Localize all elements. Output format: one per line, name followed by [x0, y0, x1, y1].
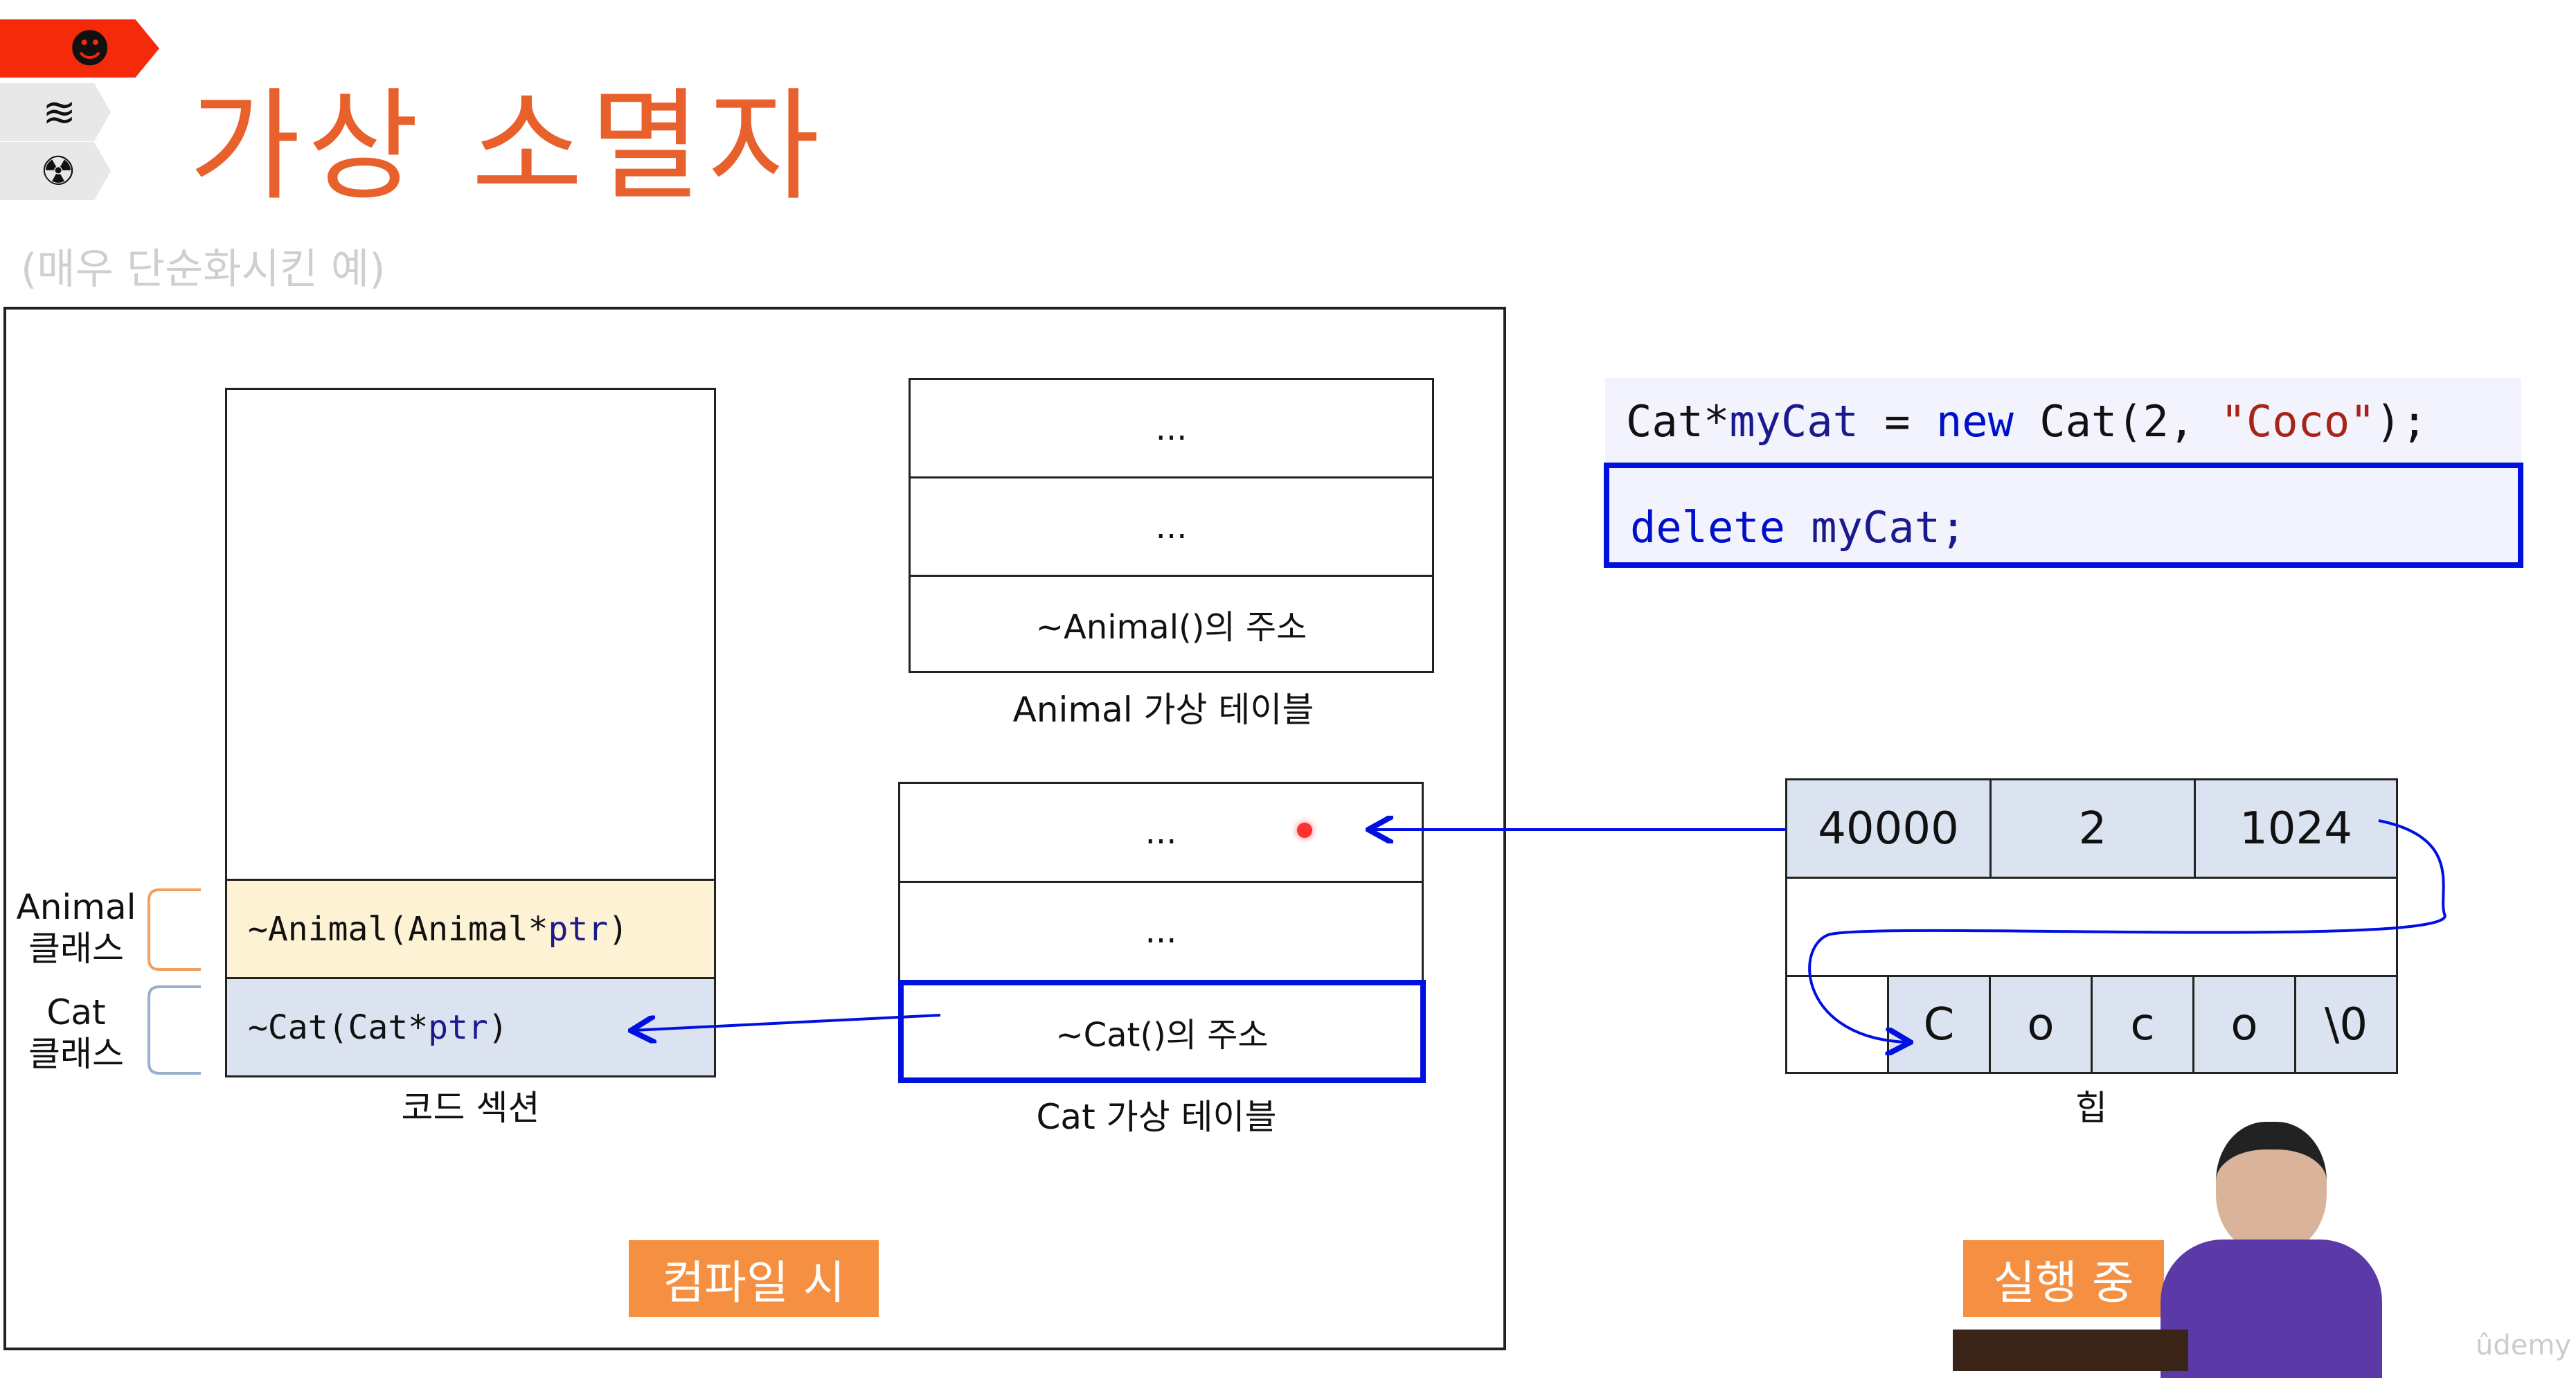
runtime-button[interactable]: 실행 중	[1963, 1240, 2164, 1317]
presenter-video	[1953, 1122, 2438, 1378]
heap-char: \0	[2294, 975, 2398, 1074]
podium	[1953, 1330, 2188, 1371]
string-ptr-arrow	[1808, 819, 2447, 1042]
subtitle: (매우 단순화시킨 예)	[21, 245, 386, 294]
cat-vtable-row: ...	[898, 881, 1424, 982]
brain-head-icon: ☻	[69, 25, 111, 72]
code-section-label: 코드 섹션	[401, 1088, 540, 1128]
code-token: "Coco"	[2220, 395, 2376, 447]
cursor-dot	[1297, 823, 1312, 838]
udemy-watermark: ûdemy	[2476, 1330, 2571, 1361]
code-section-empty	[225, 388, 716, 881]
cat-vtable-label: Cat 가상 테이블	[1036, 1097, 1277, 1137]
code-token: delete	[1630, 502, 1785, 553]
code-token: );	[2375, 395, 2428, 447]
code-token: myCat;	[1785, 502, 1967, 553]
presenter-head	[2216, 1122, 2327, 1253]
code-line-2-highlighted: delete myCat;	[1604, 463, 2523, 568]
nav-tab-book[interactable]: ≋	[0, 83, 111, 141]
animal-vtable-row: ...	[909, 378, 1434, 478]
presenter-shirt	[2161, 1240, 2382, 1378]
class-word: 클래스	[28, 929, 124, 969]
compile-time-button[interactable]: 컴파일 시	[629, 1240, 879, 1317]
heap-char: C	[1887, 975, 1991, 1074]
animal-vtable-label: Animal 가상 테이블	[1012, 690, 1314, 730]
class-word: 클래스	[28, 1034, 124, 1074]
page-title: 가상 소멸자	[189, 77, 827, 217]
code-token: Cat(2,	[2013, 395, 2221, 447]
code-line-1: Cat* myCat = new Cat(2, "Coco");	[1605, 378, 2521, 464]
heap-empty-cell	[1785, 975, 1889, 1074]
code-token: =	[1858, 395, 1936, 447]
animal-vtable-row: ...	[909, 476, 1434, 577]
animal-vtable-row: ~Animal()의 주소	[909, 575, 1434, 673]
animal-bracket	[147, 888, 201, 971]
animal-class-name: Animal	[16, 887, 136, 927]
radiation-icon: ☢	[40, 147, 76, 195]
paren: )	[488, 1008, 508, 1047]
ptr-text: ptr	[428, 1008, 488, 1047]
ptr-text: ptr	[548, 909, 609, 949]
cat-vtable-row: ...	[898, 782, 1424, 883]
animal-dtor-text: ~Animal(Animal*	[248, 909, 548, 949]
book-stack-icon: ≋	[42, 89, 76, 136]
cat-dtor-text: ~Cat(Cat*	[248, 1008, 429, 1047]
heap-label: 힙	[2075, 1088, 2107, 1128]
heap-char: o	[1989, 975, 2093, 1074]
code-token: myCat	[1729, 395, 1859, 447]
heap-cell: 40000	[1785, 778, 1992, 879]
cat-class-name: Cat	[46, 992, 106, 1032]
dtor-arrow	[634, 1014, 941, 1030]
heap-cell: 1024	[2194, 778, 2398, 879]
paren: )	[608, 909, 629, 949]
cat-bracket	[147, 985, 201, 1075]
code-token: Cat*	[1626, 395, 1730, 447]
nav-tab-radiation[interactable]: ☢	[0, 142, 111, 200]
code-token: new	[1935, 395, 2014, 447]
nav-tab-brain[interactable]: ☻	[0, 19, 159, 78]
cat-vtable-row-highlighted: ~Cat()의 주소	[898, 980, 1426, 1083]
